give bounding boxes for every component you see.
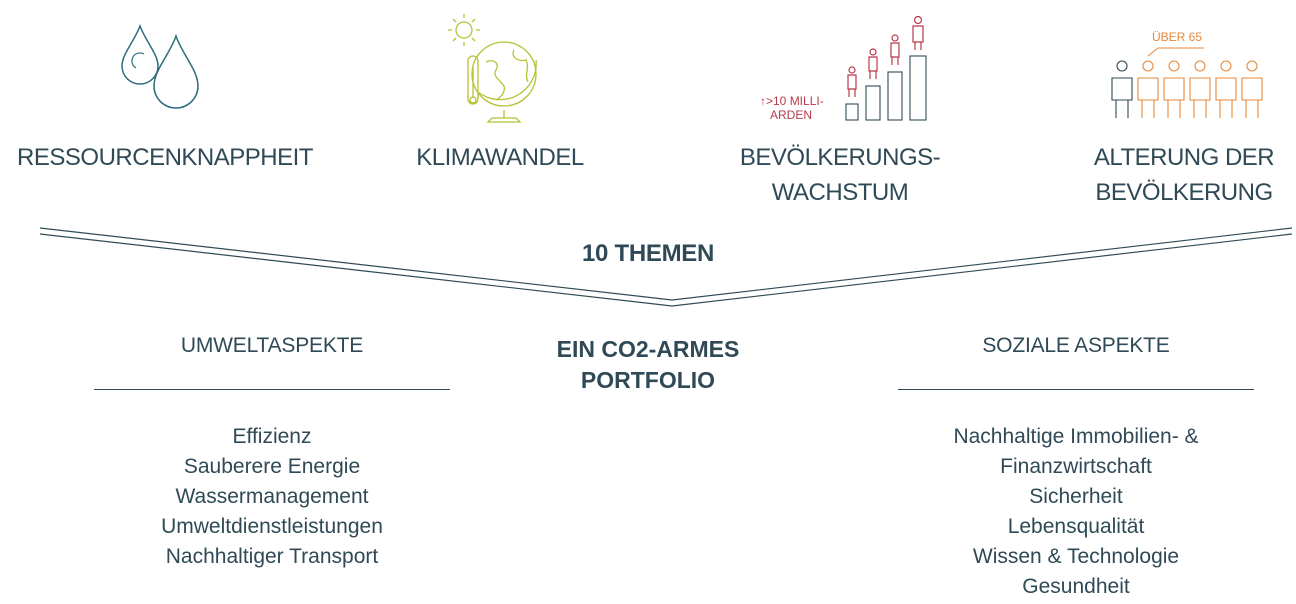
megatrend-label-line: RESSOURCENKNAPPHEIT	[17, 144, 313, 171]
center-title: EIN CO2-ARMES PORTFOLIO	[520, 334, 776, 396]
list-item: Nachhaltige Immobilien- &	[953, 425, 1199, 448]
funnel-lines	[39, 227, 1293, 307]
megatrend-label-line: KLIMAWANDEL	[416, 144, 584, 171]
environmental-title: UMWELTASPEKTE	[180, 334, 364, 357]
megatrend-label-resources: RESSOURCENKNAPPHEIT	[0, 140, 330, 175]
social-list: Nachhaltige Immobilien- & Finanzwirtscha…	[880, 422, 1272, 602]
population-annotation-line-2: ARDEN	[770, 108, 813, 122]
center-title-line: EIN CO2-ARMES	[556, 336, 740, 362]
list-item: Umweltdienstleistungen	[161, 515, 383, 538]
megatrend-label-line: BEVÖLKERUNGS-	[739, 144, 941, 171]
center-title-line: PORTFOLIO	[580, 367, 716, 393]
social-divider	[898, 389, 1254, 390]
environmental-divider	[94, 389, 450, 390]
list-item: Wassermanagement	[175, 485, 369, 508]
environmental-list: Effizienz Sauberere Energie Wassermanage…	[94, 422, 450, 572]
list-item: Wissen & Technologie	[972, 545, 1180, 568]
population-growth-icon	[845, 15, 927, 121]
themes-label: 10 THEMEN	[582, 240, 714, 267]
list-item: Nachhaltiger Transport	[165, 545, 379, 568]
social-title: SOZIALE ASPEKTE	[982, 334, 1170, 357]
aging-annotation: ÜBER 65	[1152, 30, 1203, 44]
list-item: Sauberere Energie	[183, 455, 361, 478]
list-item: Sicherheit	[1029, 485, 1123, 508]
megatrend-label-line: WACHSTUM	[771, 179, 909, 206]
megatrend-label-population: BEVÖLKERUNGS- WACHSTUM	[720, 140, 960, 210]
list-item: Lebensqualität	[1007, 515, 1145, 538]
globe-sun-thermometer-icon	[448, 14, 537, 123]
list-item: Effizienz	[232, 425, 312, 448]
list-item: Gesundheit	[1022, 575, 1130, 598]
megatrend-label-climate: KLIMAWANDEL	[380, 140, 620, 175]
population-annotation-line-1: ↑>10 MILLI-	[760, 94, 824, 108]
megatrend-label-line: BEVÖLKERUNG	[1095, 179, 1273, 206]
megatrend-label-aging: ALTERUNG DER BEVÖLKERUNG	[1072, 140, 1296, 210]
list-item: Finanzwirtschaft	[1000, 455, 1152, 478]
water-drops-icon	[121, 23, 199, 109]
population-annotation: ↑>10 MILLI- ARDEN	[760, 94, 824, 122]
megatrend-label-line: ALTERUNG DER	[1093, 144, 1275, 171]
aging-population-icon	[1111, 47, 1263, 118]
